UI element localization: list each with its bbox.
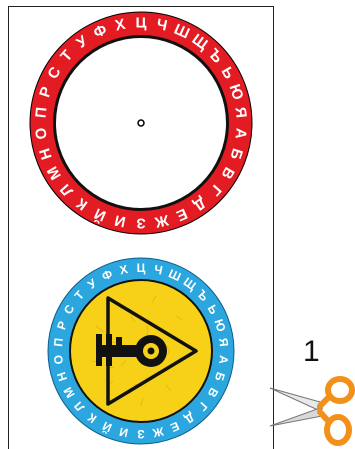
blue-letter: Ц (137, 261, 146, 275)
step-number: 1 (303, 337, 320, 367)
red-letter: П (32, 106, 50, 118)
blue-letter: З (137, 427, 145, 441)
red-letter: О (32, 126, 50, 140)
blue-letter: О (51, 354, 66, 365)
pivot-hole-icon (138, 120, 144, 126)
scissors-icon (268, 368, 355, 448)
red-letter: Ц (136, 15, 147, 32)
blue-letter: П (51, 337, 66, 347)
blue-letter: Я (216, 337, 231, 347)
red-letter: Я (231, 106, 249, 118)
blue-letter: А (216, 355, 231, 365)
red-letter: З (136, 215, 145, 232)
red-letter: А (231, 127, 249, 140)
